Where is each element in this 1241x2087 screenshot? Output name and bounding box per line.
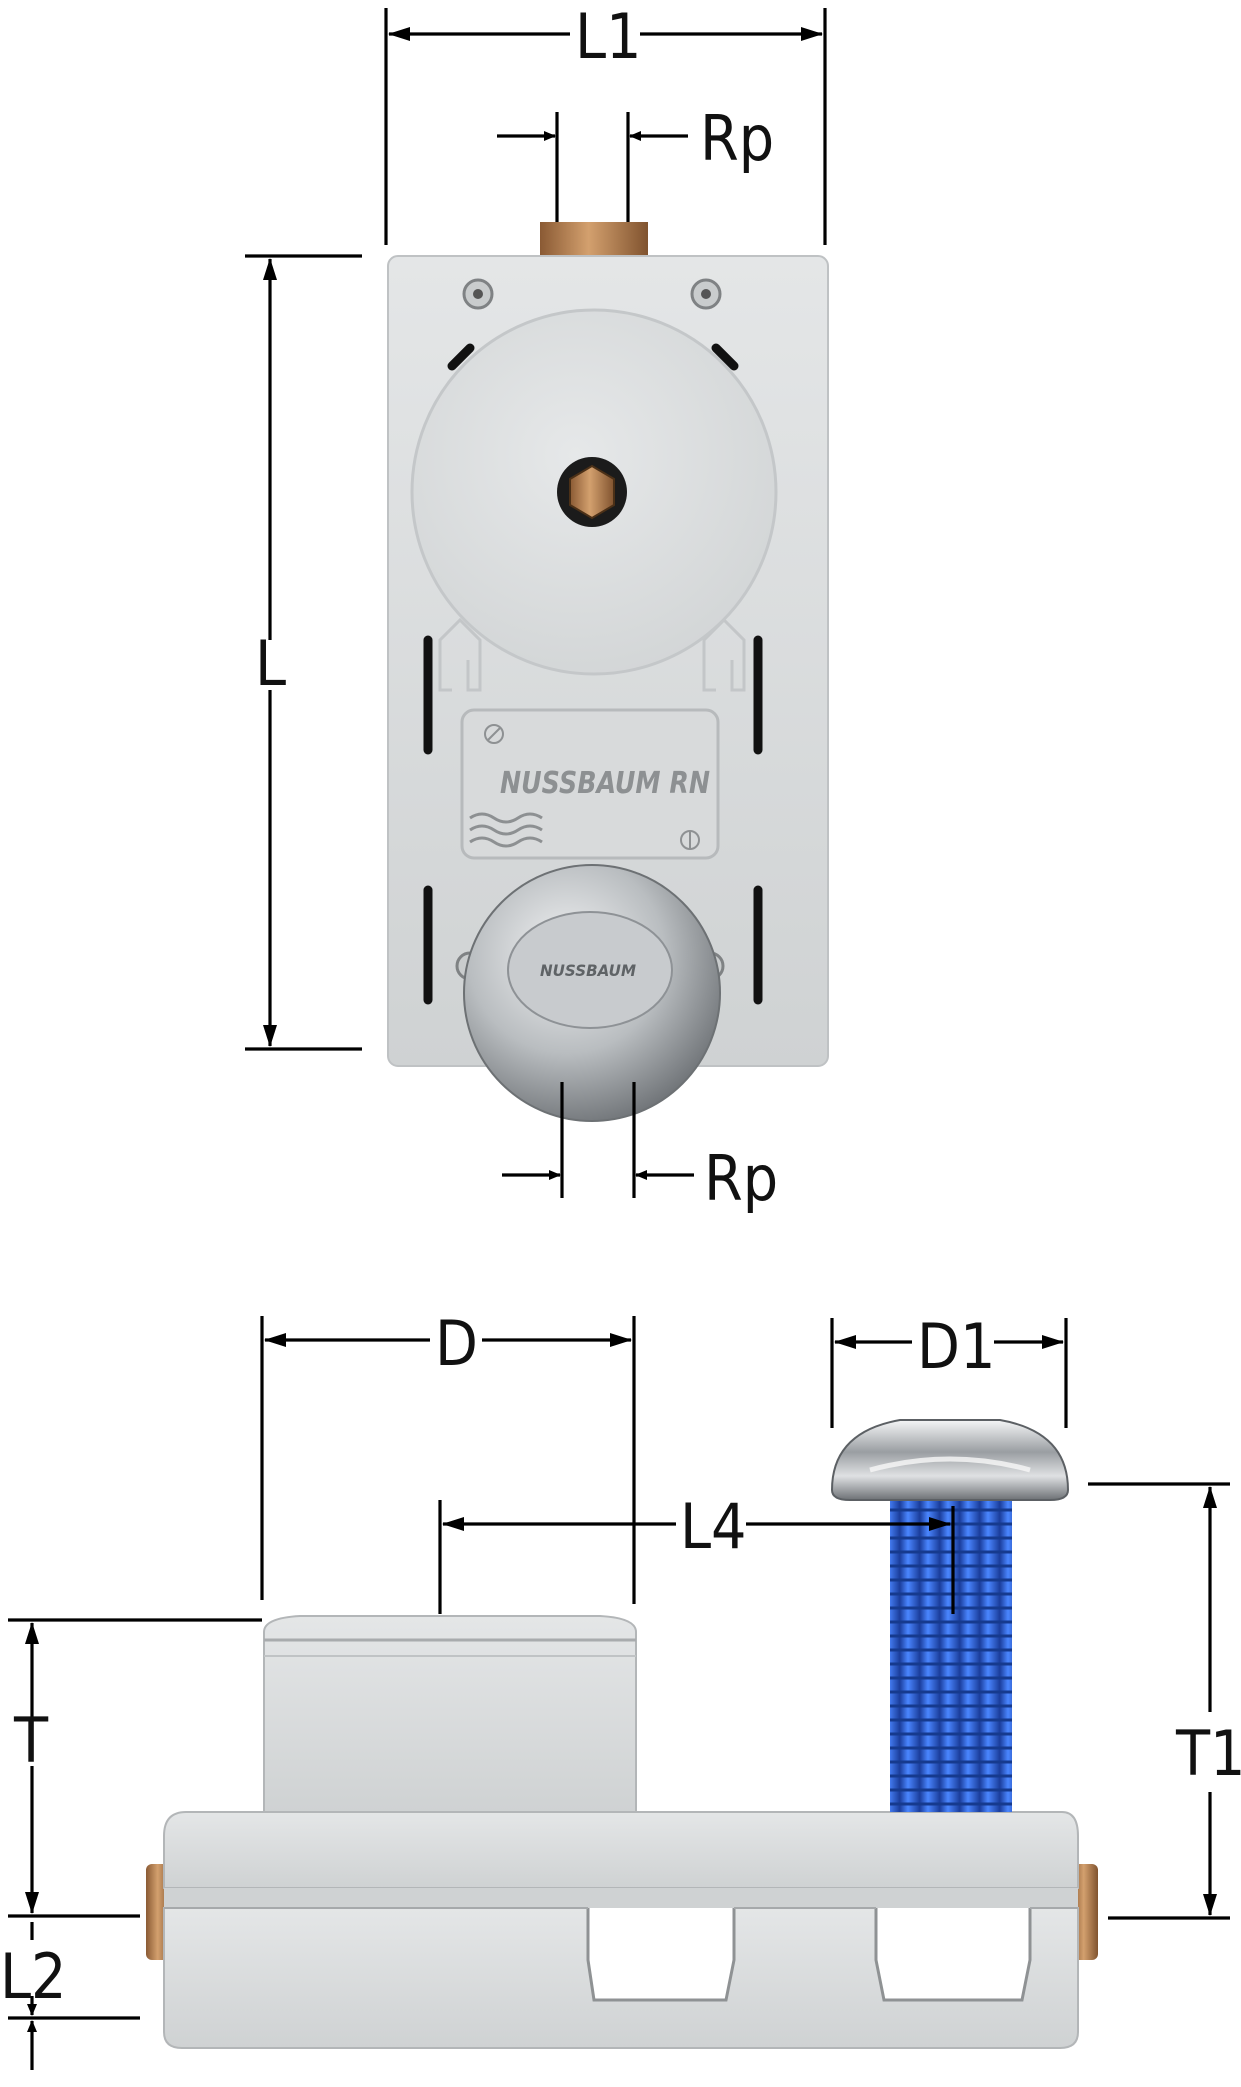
label-D1: D1 — [917, 1310, 995, 1383]
dimension-Rp-top: Rp — [497, 102, 774, 222]
label-L: L — [255, 627, 286, 700]
label-T1: T1 — [1175, 1717, 1241, 1790]
knob-logo: NUSSBAUM — [540, 961, 636, 980]
label-L4: L4 — [680, 1490, 747, 1563]
screw-icon — [462, 278, 494, 310]
screw-icon — [690, 278, 722, 310]
dimension-L1: L1 — [384, 0, 827, 245]
base-housing — [163, 1811, 1079, 1889]
label-Rp-top: Rp — [700, 102, 774, 175]
brand-logo: NUSSBAUM RN — [500, 766, 710, 801]
dimension-Rp-bottom: Rp — [502, 1082, 778, 1215]
side-view — [146, 1419, 1098, 2049]
hex-spindle-icon — [569, 464, 615, 520]
base-lower — [163, 1907, 1079, 2049]
dimension-T1: T1 — [1088, 1482, 1241, 1920]
dimension-L4: L4 — [438, 1490, 955, 1614]
label-Rp-bottom: Rp — [704, 1142, 778, 1215]
label-T: T — [13, 1704, 49, 1777]
top-brass-connector — [540, 222, 648, 258]
dimension-L: L — [245, 254, 362, 1051]
valve-knob: NUSSBAUM — [463, 864, 721, 1122]
label-D: D — [435, 1307, 478, 1380]
dimension-T: T — [8, 1618, 262, 1918]
label-L2: L2 — [0, 1940, 67, 2013]
dimension-L2: L2 — [0, 1922, 140, 2070]
blue-extension-pipe — [890, 1476, 1012, 1812]
cylinder-housing — [263, 1615, 637, 1813]
logo-plate — [460, 708, 720, 860]
front-view: NUSSBAUM RN NUSSBAUM — [387, 222, 829, 1122]
dimension-D1: D1 — [830, 1310, 1068, 1428]
dimension-D: D — [260, 1307, 636, 1604]
label-L1: L1 — [575, 0, 642, 73]
